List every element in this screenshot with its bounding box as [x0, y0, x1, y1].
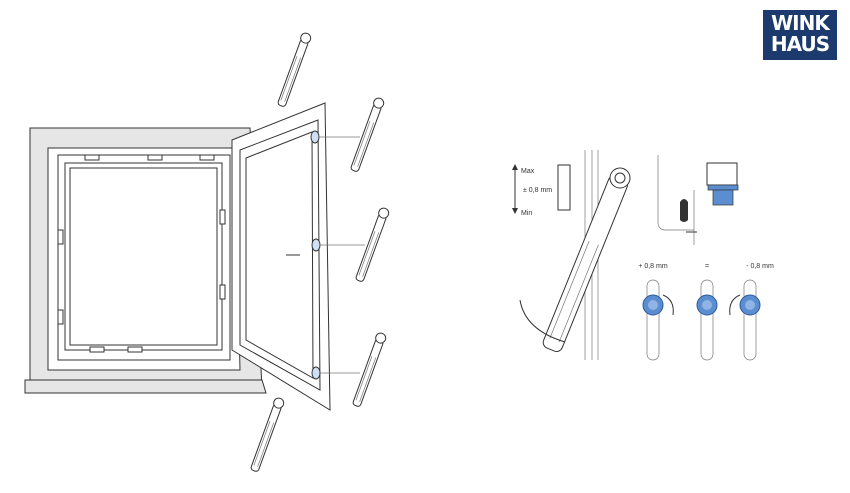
- position-label: =: [705, 263, 709, 270]
- cross-section-detail: [657, 155, 739, 245]
- logo-line-1: WINK: [771, 11, 830, 35]
- position-minus: - 0,8 mm: [729, 263, 774, 361]
- position-label: - 0,8 mm: [746, 263, 774, 270]
- scale-plate: [557, 164, 571, 211]
- position-indicators: + 0,8 mm = - 0,8 mm: [638, 263, 774, 361]
- position-label: + 0,8 mm: [638, 263, 668, 270]
- range-label: ± 0,8 mm: [523, 187, 552, 194]
- min-label: Min: [521, 210, 532, 217]
- window-frame: [24, 127, 267, 394]
- logo-line-2: HAUS: [770, 32, 830, 56]
- max-label: Max: [521, 168, 535, 175]
- tool-detail: Max ± 0,8 mm Min: [512, 150, 631, 360]
- window-sash-open: [231, 102, 365, 411]
- position-plus: + 0,8 mm: [638, 263, 674, 361]
- winkhaus-logo: WINK HAUS: [763, 10, 837, 60]
- window-sill: [24, 379, 267, 394]
- position-neutral: =: [696, 263, 718, 361]
- rotate-arrow: [519, 299, 566, 343]
